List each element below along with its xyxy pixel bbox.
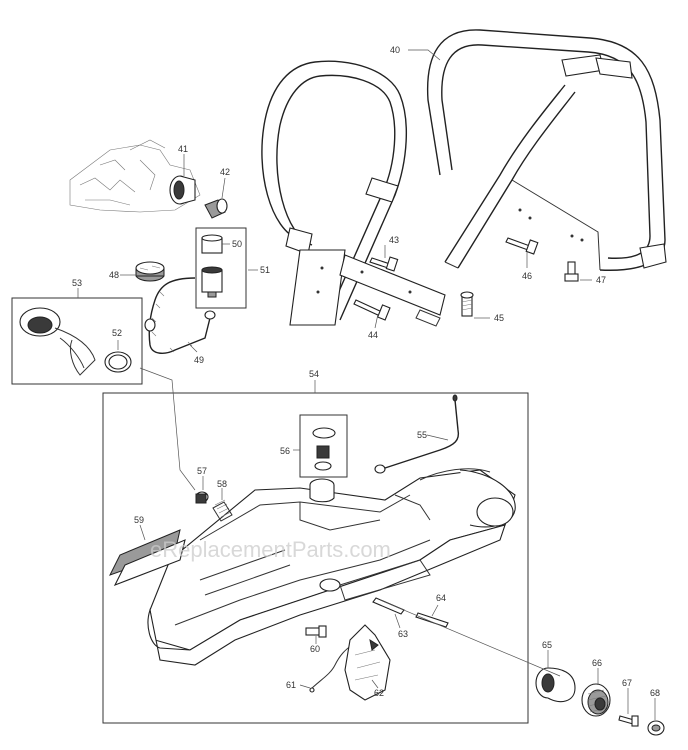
label-59: 59 bbox=[134, 515, 144, 525]
label-68: 68 bbox=[650, 688, 660, 698]
label-55: 55 bbox=[417, 430, 427, 440]
label-40: 40 bbox=[390, 45, 400, 55]
part-number-labels: 40 41 42 43 44 45 46 47 48 49 50 51 52 5… bbox=[72, 45, 660, 698]
oil-cap-56[interactable] bbox=[299, 414, 348, 478]
fuel-hose-49[interactable] bbox=[144, 277, 216, 354]
screw-45[interactable] bbox=[460, 291, 474, 317]
label-58: 58 bbox=[217, 479, 227, 489]
label-65: 65 bbox=[542, 640, 552, 650]
label-44: 44 bbox=[368, 330, 378, 340]
screw-47[interactable] bbox=[564, 261, 579, 282]
cylinder-housing-54[interactable] bbox=[147, 468, 516, 666]
label-63: 63 bbox=[398, 629, 408, 639]
pin-64[interactable] bbox=[415, 612, 449, 628]
fuel-filter-50[interactable] bbox=[201, 234, 223, 298]
screw-60[interactable] bbox=[305, 625, 327, 638]
label-47: 47 bbox=[596, 275, 606, 285]
front-handle-bar-40[interactable] bbox=[426, 29, 667, 271]
intake-boot-41[interactable] bbox=[169, 175, 196, 205]
bushing-65[interactable] bbox=[535, 667, 576, 703]
cap-68[interactable] bbox=[647, 720, 665, 736]
label-46: 46 bbox=[522, 271, 532, 281]
cover-plate-59[interactable] bbox=[108, 529, 186, 587]
fuel-cap-assembly-53[interactable] bbox=[19, 307, 96, 376]
rear-handle-bar-40[interactable] bbox=[261, 60, 446, 327]
screw-67[interactable] bbox=[618, 715, 639, 727]
fitting-42[interactable] bbox=[204, 198, 228, 219]
leader-lines bbox=[77, 49, 656, 720]
label-49: 49 bbox=[194, 355, 204, 365]
label-43: 43 bbox=[389, 235, 399, 245]
lever-62[interactable] bbox=[344, 624, 391, 701]
label-61: 61 bbox=[286, 680, 296, 690]
screw-46[interactable] bbox=[505, 237, 539, 255]
screw-43[interactable] bbox=[369, 256, 399, 272]
label-66: 66 bbox=[592, 658, 602, 668]
label-41: 41 bbox=[178, 144, 188, 154]
watermark: eReplacementParts.com bbox=[150, 537, 391, 562]
bearing-66[interactable] bbox=[581, 683, 611, 717]
label-42: 42 bbox=[220, 167, 230, 177]
filter-kit-box-51 bbox=[195, 227, 247, 309]
label-51: 51 bbox=[260, 265, 270, 275]
label-67: 67 bbox=[622, 678, 632, 688]
label-62: 62 bbox=[374, 688, 384, 698]
fuel-cap-box-53 bbox=[11, 297, 143, 385]
cylinder-housing-box-54 bbox=[102, 392, 529, 724]
label-54: 54 bbox=[309, 369, 319, 379]
cable-55[interactable] bbox=[374, 394, 460, 474]
label-53: 53 bbox=[72, 278, 82, 288]
gasket-52[interactable] bbox=[104, 351, 132, 373]
spring-58[interactable] bbox=[212, 499, 233, 522]
pin-63[interactable] bbox=[372, 597, 405, 615]
label-57: 57 bbox=[197, 466, 207, 476]
label-50: 50 bbox=[232, 239, 242, 249]
label-52: 52 bbox=[112, 328, 122, 338]
plug-57[interactable] bbox=[195, 491, 209, 504]
label-48: 48 bbox=[109, 270, 119, 280]
label-56: 56 bbox=[280, 446, 290, 456]
filter-48[interactable] bbox=[135, 261, 165, 282]
label-45: 45 bbox=[494, 313, 504, 323]
label-60: 60 bbox=[310, 644, 320, 654]
label-64: 64 bbox=[436, 593, 446, 603]
screw-44[interactable] bbox=[353, 299, 391, 321]
